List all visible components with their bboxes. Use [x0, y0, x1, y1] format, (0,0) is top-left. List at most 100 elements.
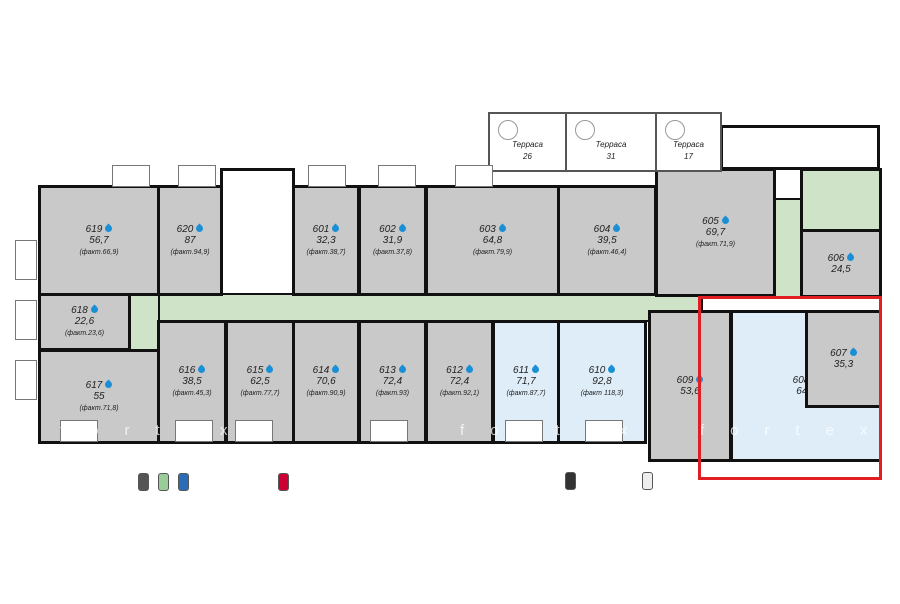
terrace-area: 17	[684, 152, 693, 162]
room-618[interactable]: 618 22,6 (факт.23,6)	[38, 293, 131, 351]
room-number: 615	[228, 364, 292, 376]
water-drop-icon	[264, 364, 275, 375]
room-actual-area: (факт.77,7)	[240, 390, 280, 397]
room-area: 62,5	[250, 376, 270, 387]
car-icon	[178, 473, 189, 491]
room-number: 606	[803, 252, 879, 264]
car-icon	[158, 473, 169, 491]
room-label: 601 32,3 (факт.38,7)	[295, 223, 357, 258]
water-drop-icon	[530, 364, 541, 375]
room-area: 35,3	[833, 359, 854, 370]
room-label: 616 38,5 (факт.45,3)	[160, 364, 224, 399]
water-drop-icon	[845, 252, 856, 262]
balcony	[370, 420, 408, 442]
room-area: 39,5	[597, 234, 617, 246]
balcony	[15, 360, 37, 400]
balcony	[308, 165, 346, 187]
room-number: 620	[160, 223, 220, 235]
room-620[interactable]: 620 87 (факт.94,9)	[157, 185, 223, 296]
room-label: 614 70,6 (факт.90,9)	[295, 364, 357, 399]
balcony	[60, 420, 98, 442]
room-number: 611	[495, 364, 557, 376]
stairwell	[220, 168, 295, 298]
room-label: 618 22,6 (факт.23,6)	[41, 304, 128, 339]
room-area: 64,8	[482, 234, 503, 246]
room-number: 616	[160, 364, 224, 376]
room-area: 53,6	[680, 386, 700, 397]
room-actual-area: (факт.37,8)	[372, 248, 413, 256]
water-drop-icon	[611, 223, 622, 233]
room-area: 32,3	[316, 234, 336, 246]
terrace-label: Терраса	[595, 140, 627, 150]
room-619[interactable]: 619 56,7 (факт.66,9)	[38, 185, 160, 296]
room-actual-area: (факт 118,3)	[580, 390, 624, 397]
room-label: 604 39,5 (факт.46,4)	[560, 223, 654, 258]
water-drop-icon	[330, 364, 341, 375]
room-number: 617	[41, 379, 157, 391]
room-area: 24,5	[831, 263, 851, 275]
room-actual-area: (факт.38,7)	[306, 248, 346, 256]
balcony	[235, 420, 273, 442]
room-number: 602	[361, 223, 424, 235]
room-604[interactable]: 604 39,5 (факт.46,4)	[557, 185, 657, 296]
room-number: 608	[733, 374, 879, 386]
water-drop-icon	[103, 223, 114, 233]
car-icon	[642, 472, 653, 490]
room-602[interactable]: 602 31,9 (факт.37,8)	[358, 185, 427, 296]
room-607[interactable]: 607 35,3	[805, 310, 882, 408]
water-drop-icon	[196, 364, 207, 375]
hall-right	[800, 168, 882, 232]
room-number: 619	[41, 223, 157, 235]
room-area: 69,7	[705, 226, 726, 238]
room-area: 72,4	[449, 376, 470, 387]
room-label: 609 53,6	[651, 374, 729, 397]
terrace-area: 26	[523, 152, 532, 162]
room-number: 610	[560, 364, 644, 376]
terrace[interactable]: Терраса 31	[565, 112, 657, 172]
tree-icon	[498, 120, 518, 140]
water-drop-icon	[720, 215, 731, 225]
room-614[interactable]: 614 70,6 (факт.90,9)	[292, 320, 360, 444]
room-606[interactable]: 606 24,5	[800, 229, 882, 298]
room-label: 615 62,5 (факт.77,7)	[228, 364, 292, 399]
room-label: 620 87 (факт.94,9)	[160, 223, 220, 258]
room-label: 607 35,3	[808, 347, 879, 370]
room-actual-area: (факт.79,9)	[472, 248, 513, 256]
water-drop-icon	[397, 364, 408, 375]
room-number: 603	[428, 223, 557, 235]
room-actual-area: (факт.46,4)	[587, 248, 627, 256]
water-drop-icon	[464, 364, 475, 375]
terrace-label: Терраса	[512, 140, 543, 150]
room-617[interactable]: 617 55 (факт.71,8)	[38, 349, 160, 444]
room-area: 31,9	[382, 234, 403, 246]
watermark: fortex	[700, 422, 894, 439]
room-number: 612	[428, 364, 491, 376]
room-label: 612 72,4 (факт.92,1)	[428, 364, 491, 399]
room-label: 603 64,8 (факт.79,9)	[428, 223, 557, 258]
watermark: fortex	[460, 422, 654, 439]
room-actual-area: (факт.90,9)	[306, 390, 346, 397]
room-label: 619 56,7 (факт.66,9)	[41, 223, 157, 258]
room-area: 38,5	[182, 376, 202, 387]
room-label: 605 69,7 (факт.71,9)	[658, 215, 773, 250]
balcony	[178, 165, 216, 187]
balcony	[455, 165, 493, 187]
room-number: 609	[651, 374, 729, 386]
car-icon	[138, 473, 149, 491]
tree-icon	[575, 120, 595, 140]
corridor-left	[128, 293, 160, 351]
terrace-area: 31	[606, 152, 616, 162]
room-area: 56,7	[89, 234, 109, 246]
tree-icon	[665, 120, 685, 140]
room-number: 614	[295, 364, 357, 376]
room-area: 72,4	[382, 376, 403, 387]
room-605[interactable]: 605 69,7 (факт.71,9)	[655, 168, 776, 297]
room-area: 92,8	[592, 376, 612, 387]
room-number: 604	[560, 223, 654, 235]
room-601[interactable]: 601 32,3 (факт.38,7)	[292, 185, 360, 296]
balcony	[112, 165, 150, 187]
room-area: 71,7	[516, 376, 536, 387]
room-603[interactable]: 603 64,8 (факт.79,9)	[425, 185, 560, 296]
terrace[interactable]: Терраса 26	[488, 112, 567, 172]
